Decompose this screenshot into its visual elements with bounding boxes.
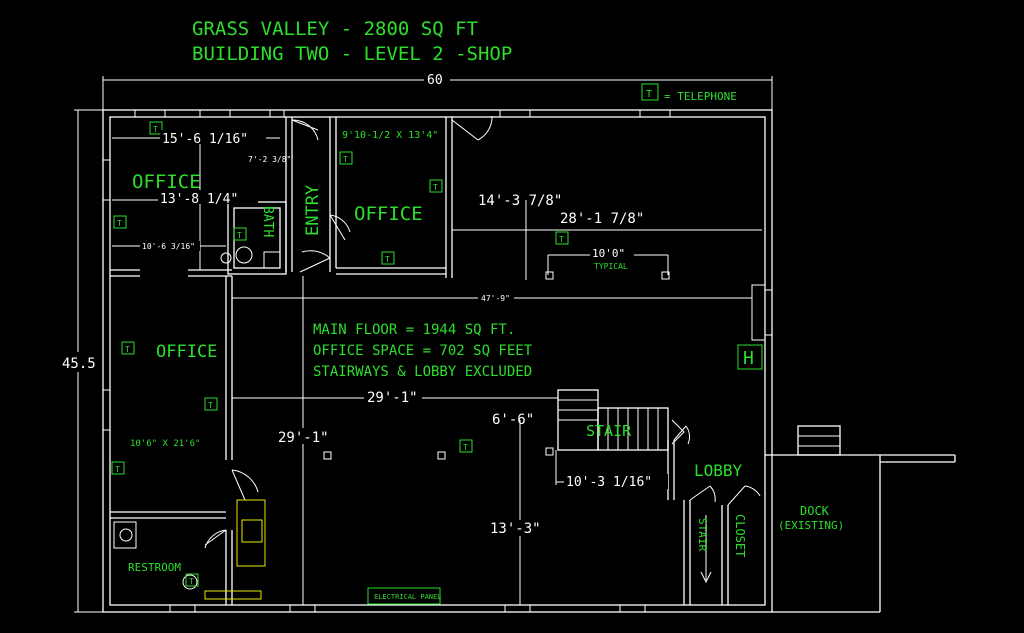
overall-height-dimension: 45.5 (60, 109, 104, 613)
exterior-walls (102, 109, 773, 613)
telephone-legend-icon (641, 83, 659, 101)
room-entry: ENTRY (303, 185, 323, 236)
electrical-panel-label: ELECTRICAL PANEL (374, 593, 441, 601)
dim-10-0: 10'0" (592, 247, 625, 260)
stair-treads (558, 399, 712, 584)
room-stair: STAIR (586, 422, 632, 440)
dim-47-9: 47'-9" (481, 294, 510, 303)
telephone-legend-symbol: T (646, 89, 652, 100)
telephone-icon: T (204, 397, 218, 411)
dim-13-3: 13'-3" (490, 521, 541, 537)
title-line-1: GRASS VALLEY - 2800 SQ FT (192, 18, 478, 40)
svg-text:T: T (237, 231, 242, 240)
dim-14-3: 14'-3 7/8" (478, 193, 562, 209)
telephone-icon: T (555, 231, 569, 245)
telephone-icon: T (111, 461, 125, 475)
telephone-icon: T (429, 179, 443, 193)
dim-6-6: 6'-6" (492, 412, 534, 428)
dim-15-6: 15'-6 1/16" (162, 132, 248, 147)
telephone-legend-label: = TELEPHONE (664, 90, 737, 103)
h-marker: H (743, 348, 754, 369)
dim-13-8: 13'-8 1/4" (160, 192, 238, 207)
doors (204, 115, 761, 549)
telephone-markers: T T T T T T T T T T T T (111, 121, 569, 587)
room-office-nw: OFFICE (132, 171, 201, 193)
dim-7-2: 7'-2 3/8" (248, 155, 291, 164)
telephone-icon: T (459, 439, 473, 453)
overall-height-label: 45.5 (62, 356, 96, 372)
svg-text:T: T (463, 443, 468, 452)
dim-29-1-vertical: 29'-1" (278, 430, 329, 446)
note-office-space: OFFICE SPACE = 702 SQ FEET (313, 343, 533, 359)
svg-text:T: T (115, 465, 120, 474)
note-main-floor: MAIN FLOOR = 1944 SQ FT. (313, 322, 515, 338)
room-bath: BATH (260, 206, 275, 237)
telephone-icon: T (113, 215, 127, 229)
outlet-markers (323, 271, 670, 460)
svg-text:T: T (208, 401, 213, 410)
room-lobby: LOBBY (694, 461, 743, 480)
dock-label: DOCK (800, 504, 830, 518)
telephone-icon: T (381, 251, 395, 265)
dim-office-size: 9'10-1/2 X 13'4" (342, 130, 438, 141)
telephone-icon: T (121, 341, 135, 355)
svg-text:T: T (117, 219, 122, 228)
dock-area: DOCK (EXISTING) (772, 425, 956, 613)
dim-office-w-size: 10'6" X 21'6" (130, 439, 200, 449)
electrical-panel-box (367, 587, 441, 605)
dock-existing-label: (EXISTING) (778, 519, 844, 532)
svg-text:T: T (385, 255, 390, 264)
room-stair-small: STAIR (696, 518, 709, 551)
dim-29-1-horizontal: 29'-1" (367, 390, 418, 406)
room-office-w: OFFICE (156, 342, 217, 362)
telephone-icon: T (339, 151, 353, 165)
svg-text:T: T (433, 183, 438, 192)
room-closet: CLOSET (733, 514, 747, 557)
room-restroom: RESTROOM (128, 561, 181, 574)
dim-10-3: 10'-3 1/16" (566, 475, 652, 490)
windows (102, 109, 773, 613)
telephone-icon: T (233, 227, 247, 241)
svg-text:T: T (189, 577, 194, 586)
room-office-n: OFFICE (354, 203, 423, 225)
svg-text:T: T (125, 345, 130, 354)
interior-walls (110, 117, 772, 605)
legend: T = TELEPHONE (641, 83, 737, 103)
title-line-2: BUILDING TWO - LEVEL 2 -SHOP (192, 43, 512, 65)
svg-text:T: T (559, 235, 564, 244)
telephone-icon: T (149, 121, 163, 135)
telephone-icon: T (185, 573, 199, 587)
overall-width-dimension: 60 (102, 72, 773, 112)
svg-text:T: T (153, 125, 158, 134)
svg-text:T: T (343, 155, 348, 164)
fixtures (113, 246, 281, 600)
note-excluded: STAIRWAYS & LOBBY EXCLUDED (313, 364, 532, 380)
h-marker-box (737, 344, 763, 370)
dim-10-6: 10'-6 3/16" (142, 242, 195, 251)
dim-28-1: 28'-1 7/8" (560, 211, 644, 227)
dim-typical-note: TYPICAL (594, 262, 628, 271)
overall-width-label: 60 (427, 73, 443, 88)
